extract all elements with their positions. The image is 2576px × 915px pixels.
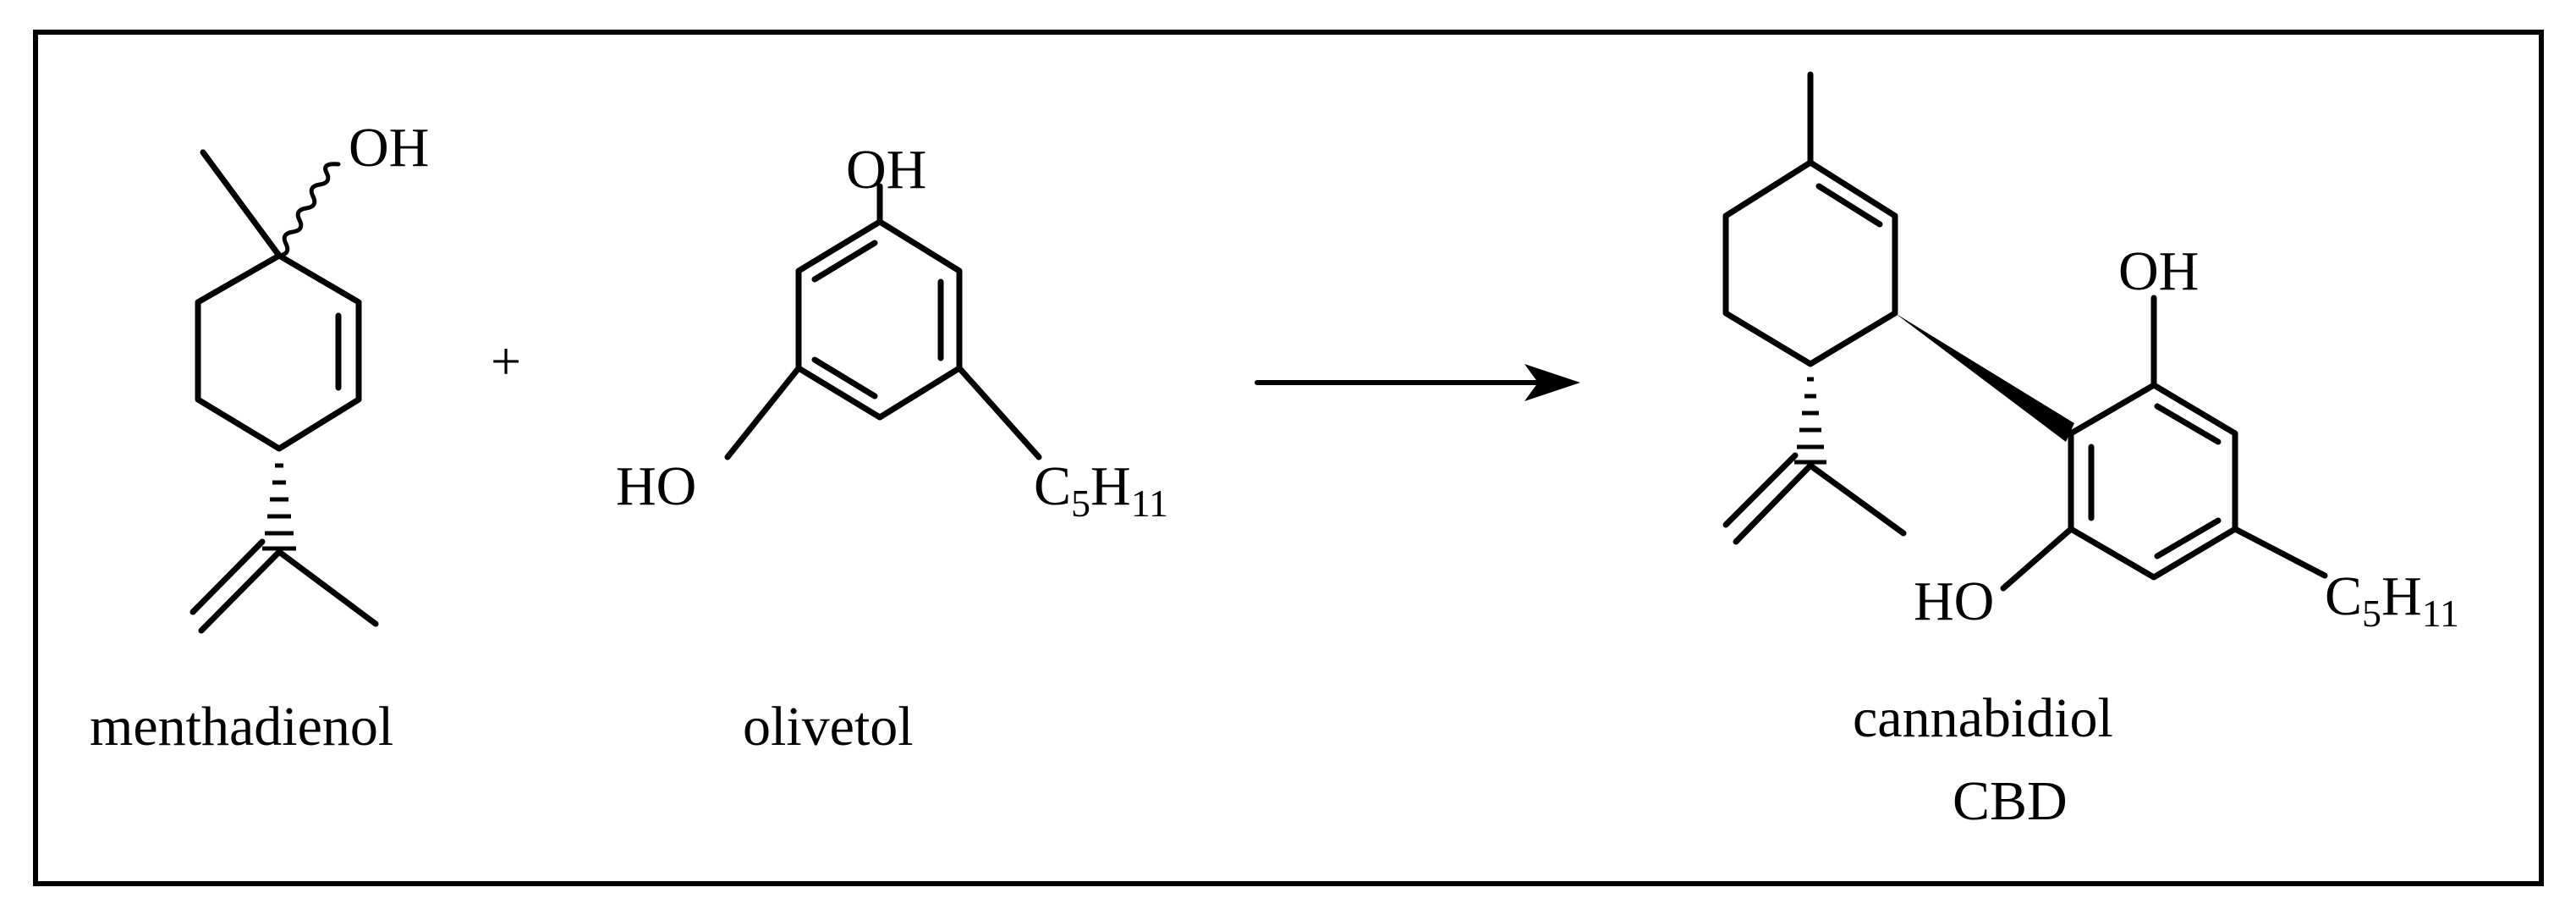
cannabidiol-top-oh-label: OH (2118, 240, 2199, 302)
olivetol-top-oh-label: OH (846, 139, 926, 201)
olivetol-structure (724, 183, 1042, 460)
olivetol-left-ho-label: HO (616, 455, 696, 517)
olivetol-name: olivetol (743, 696, 914, 758)
reaction-arrow (1255, 364, 1580, 401)
menthadienol-name: menthadienol (90, 696, 393, 758)
cannabidiol-left-ho-label: HO (1914, 570, 1994, 632)
menthadienol-structure (189, 149, 379, 634)
plus-sign: + (491, 331, 521, 391)
menthadienol-oh-label: OH (349, 117, 429, 179)
olivetol-alkyl-label: C5H11 (1034, 455, 1168, 525)
scheme-frame (33, 30, 2544, 886)
cannabidiol-structure (1722, 71, 2328, 592)
cannabidiol-name: cannabidiol (1853, 687, 2113, 749)
cannabidiol-abbreviation: CBD (1953, 770, 2068, 832)
cannabidiol-alkyl-label: C5H11 (2325, 565, 2459, 635)
